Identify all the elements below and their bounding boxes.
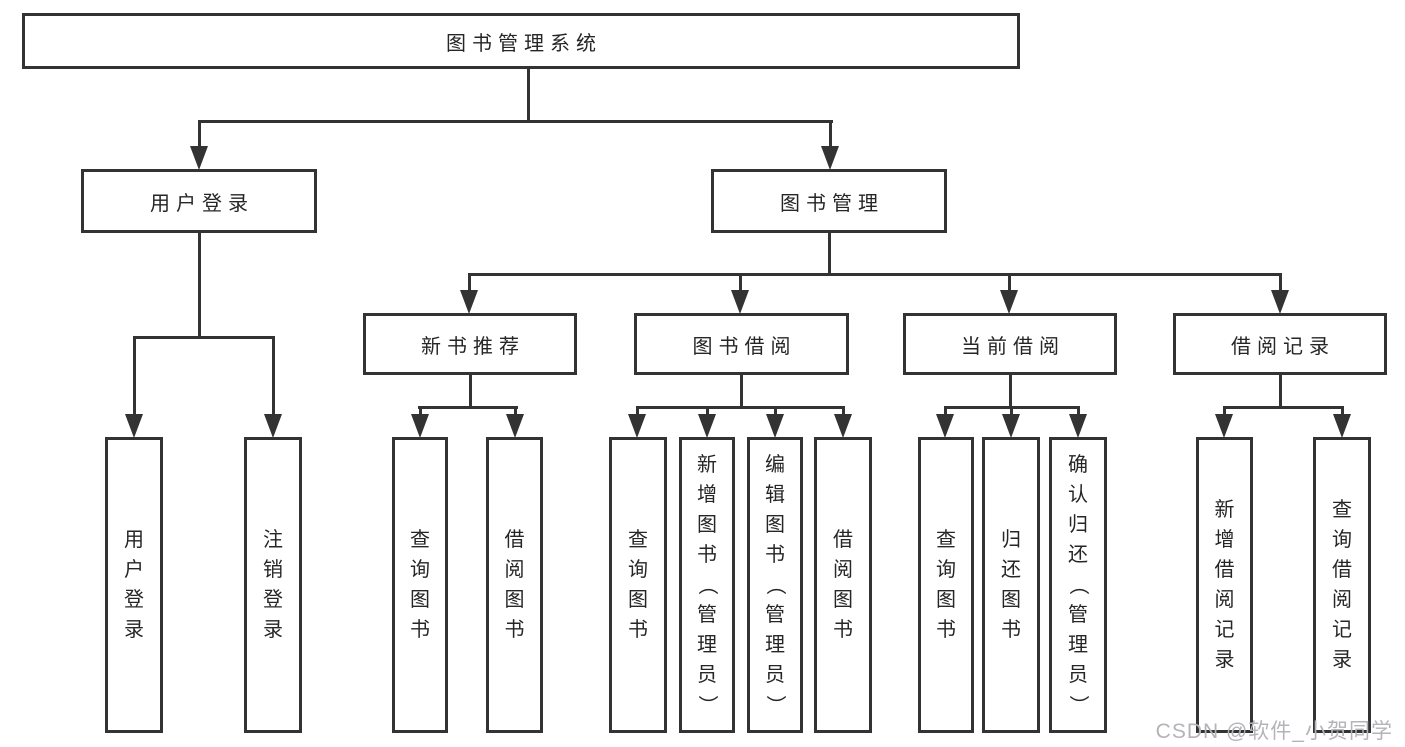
arrow-down-icon [264, 414, 282, 438]
arrow-down-icon [506, 414, 524, 438]
leaf-cb-return-books-label: 归还图书 [1001, 529, 1021, 641]
connector-line [829, 120, 832, 148]
connector-line [468, 273, 471, 293]
leaf-bb-borrow-books-label: 借阅图书 [833, 529, 853, 641]
connector-line [1008, 273, 1011, 293]
arrow-down-icon [834, 414, 852, 438]
leaf-user-login-label: 用户登录 [124, 529, 144, 641]
leaf-bb-query-books-label: 查询图书 [628, 529, 648, 641]
connector-line [527, 69, 530, 121]
node-root: 图书管理系统 [22, 13, 1020, 69]
node-user-login-label: 用户登录 [150, 192, 254, 215]
connector-line [1077, 406, 1080, 416]
leaf-logout-label: 注销登录 [263, 529, 283, 641]
connector-line [1009, 375, 1012, 409]
connector-line [944, 406, 947, 416]
node-root-label: 图书管理系统 [446, 32, 602, 55]
connector-line [198, 120, 833, 123]
arrow-down-icon [1333, 414, 1351, 438]
connector-line [133, 336, 136, 416]
arrow-down-icon [698, 414, 716, 438]
leaf-rec-borrow-books: 借阅图书 [486, 437, 543, 733]
node-current-borrow-label: 当前借阅 [961, 335, 1065, 358]
node-book-borrow-label: 图书借阅 [692, 335, 797, 358]
arrow-down-icon [1000, 290, 1018, 314]
leaf-rec-query-books-label: 查询图书 [410, 529, 430, 641]
node-book-management-label: 图书管理 [780, 192, 884, 215]
node-new-book-recommend-label: 新书推荐 [421, 335, 525, 358]
node-current-borrow: 当前借阅 [903, 313, 1117, 375]
connector-line [774, 406, 777, 416]
connector-line [828, 233, 831, 276]
connector-line [419, 406, 422, 416]
leaf-bb-edit-books-label: 编辑图书（管理员） [764, 454, 786, 715]
connector-line [272, 336, 275, 416]
connector-line [1341, 406, 1344, 416]
leaf-bb-edit-books: 编辑图书（管理员） [747, 437, 803, 733]
arrow-down-icon [125, 414, 143, 438]
node-book-management: 图书管理 [711, 169, 947, 233]
arrow-down-icon [1002, 414, 1020, 438]
arrow-down-icon [821, 146, 839, 170]
arrow-down-icon [1069, 414, 1087, 438]
node-borrow-records: 借阅记录 [1173, 313, 1387, 375]
arrow-down-icon [766, 414, 784, 438]
leaf-bb-add-books-label: 新增图书（管理员） [696, 454, 718, 715]
arrow-down-icon [1215, 414, 1233, 438]
leaf-br-query-record: 查询借阅记录 [1313, 437, 1371, 733]
connector-line [1279, 375, 1282, 409]
leaf-bb-add-books: 新增图书（管理员） [679, 437, 735, 733]
arrow-down-icon [190, 146, 208, 170]
arrow-down-icon [731, 290, 749, 314]
leaf-cb-confirm-return: 确认归还（管理员） [1049, 437, 1107, 733]
connector-line [636, 406, 845, 409]
node-book-borrow: 图书借阅 [634, 313, 849, 375]
leaf-logout: 注销登录 [244, 437, 302, 733]
csdn-watermark: CSDN @软件_小贺同学 [1155, 720, 1393, 743]
connector-line [842, 406, 845, 416]
connector-line [739, 273, 742, 293]
connector-line [469, 375, 472, 409]
connector-line [1010, 406, 1013, 416]
connector-line [636, 406, 639, 416]
connector-line [198, 120, 201, 148]
leaf-user-login: 用户登录 [105, 437, 163, 733]
leaf-cb-return-books: 归还图书 [982, 437, 1040, 733]
leaf-cb-query-books-label: 查询图书 [936, 529, 956, 641]
leaf-rec-borrow-books-label: 借阅图书 [504, 529, 525, 641]
leaf-cb-confirm-return-label: 确认归还（管理员） [1067, 454, 1089, 715]
connector-line [468, 273, 1282, 276]
connector-line [1223, 406, 1226, 416]
node-new-book-recommend: 新书推荐 [363, 313, 577, 375]
arrow-down-icon [628, 414, 646, 438]
leaf-cb-query-books: 查询图书 [918, 437, 974, 733]
leaf-br-add-record-label: 新增借阅记录 [1214, 499, 1235, 671]
arrow-down-icon [411, 414, 429, 438]
connector-line [1279, 273, 1282, 293]
leaf-bb-query-books: 查询图书 [609, 437, 667, 733]
arrow-down-icon [1271, 290, 1289, 314]
leaf-br-query-record-label: 查询借阅记录 [1332, 499, 1352, 671]
connector-line [198, 233, 201, 339]
arrow-down-icon [936, 414, 954, 438]
connector-line [706, 406, 709, 416]
leaf-bb-borrow-books: 借阅图书 [814, 437, 872, 733]
leaf-rec-query-books: 查询图书 [392, 437, 448, 733]
connector-line [514, 406, 517, 416]
connector-line [740, 375, 743, 409]
node-borrow-records-label: 借阅记录 [1231, 335, 1335, 358]
arrow-down-icon [460, 290, 478, 314]
connector-line [1223, 406, 1344, 409]
connector-line [418, 406, 518, 409]
connector-line [133, 336, 275, 339]
leaf-br-add-record: 新增借阅记录 [1196, 437, 1253, 733]
node-user-login: 用户登录 [81, 169, 317, 233]
